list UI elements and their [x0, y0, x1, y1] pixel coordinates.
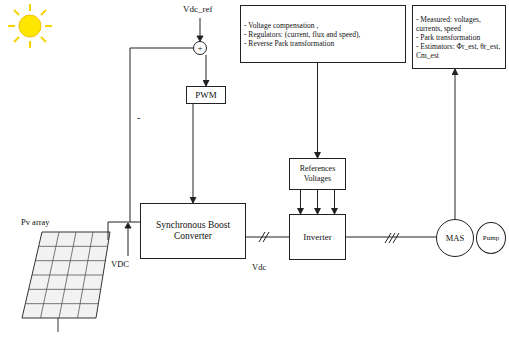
node-text: MAS	[446, 233, 464, 243]
connector	[206, 55, 207, 86]
converter-block: Synchronous Boost Converter	[140, 203, 246, 259]
inverter-block: Inverter	[289, 214, 346, 260]
signal-name: Vdc	[251, 263, 267, 272]
connector	[346, 237, 436, 238]
node-text: References Voltages	[293, 164, 342, 183]
sign-mark: -	[136, 112, 141, 123]
process-box: - Measured: voltages, currents, speed- P…	[412, 5, 506, 69]
node-text: - Reverse Park transformation	[244, 39, 334, 48]
node-text: - Measured: voltages, currents, speed	[416, 15, 502, 33]
node-text: - Voltage compensation ,	[244, 21, 318, 30]
connector	[193, 104, 194, 203]
node-text: Inverter	[303, 232, 331, 243]
signal-name: Vdc_ref	[182, 5, 213, 15]
part-name: Pv array	[20, 218, 51, 227]
node-text: - Park transformation	[416, 33, 480, 42]
connector	[455, 69, 456, 219]
connector	[246, 237, 289, 238]
connector	[334, 190, 335, 214]
node-text: Synchronous Boost Converter	[144, 220, 242, 243]
process-box: References Voltages	[289, 158, 346, 190]
node-text: +	[197, 43, 202, 54]
connector	[317, 190, 318, 214]
sum-junction: +	[193, 41, 207, 55]
process-box: - Voltage compensation ,- Regulators: (c…	[240, 5, 406, 63]
pwm-block: PWM	[186, 86, 226, 104]
node-text: PWM	[195, 90, 217, 101]
node-text: - Estimators: Φr_est, θr_est, Cm_est	[416, 42, 502, 60]
pump-circle: Pump	[476, 222, 506, 254]
pv-panel	[22, 232, 110, 332]
node-text: - Regulators: (current, flux and speed),	[244, 30, 360, 39]
signal-name: VDC	[110, 260, 130, 269]
sun-icon	[8, 4, 52, 48]
connector	[317, 63, 318, 158]
connector	[300, 190, 301, 214]
node-text: Pump	[483, 234, 499, 242]
motor-circle: MAS	[436, 219, 474, 257]
